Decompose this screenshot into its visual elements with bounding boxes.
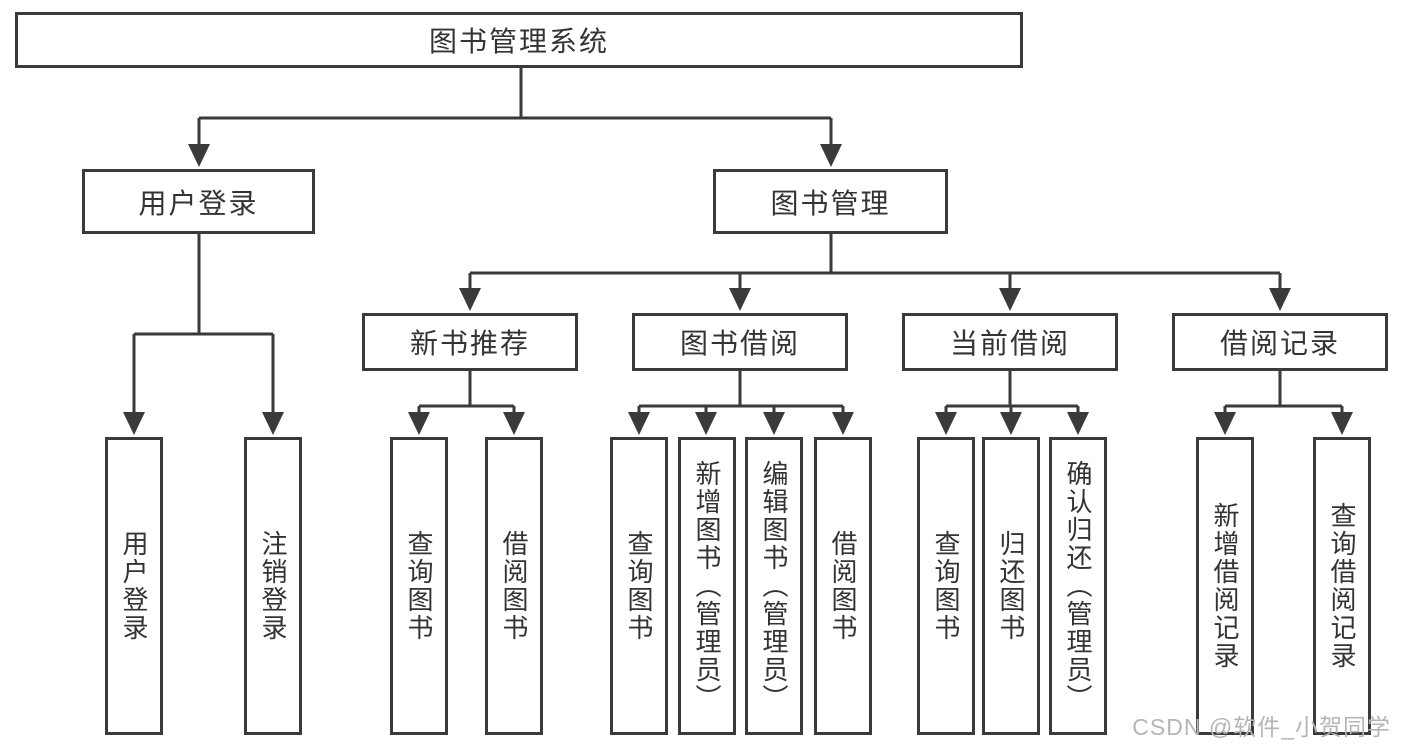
leaf-add-book-admin-label: 新增图书（管理员） xyxy=(692,460,723,712)
node-borrow-records-label: 借阅记录 xyxy=(1219,328,1340,359)
node-new-book-recommend: 新书推荐 xyxy=(362,313,578,371)
leaf-logout-login: 注销登录 xyxy=(244,437,302,735)
csdn-watermark: CSDN @软件_小贺同学 xyxy=(1132,714,1391,740)
leaf-borrow-books-recommend: 借阅图书 xyxy=(485,437,543,735)
node-current-borrow: 当前借阅 xyxy=(902,313,1118,371)
leaf-query-books-borrow: 查询图书 xyxy=(610,437,668,735)
leaf-return-book-label: 归还图书 xyxy=(996,530,1027,642)
node-book-borrow: 图书借阅 xyxy=(632,313,848,371)
leaf-logout-login-label: 注销登录 xyxy=(258,530,289,642)
leaf-query-books-current: 查询图书 xyxy=(917,437,975,735)
leaf-query-borrow-record: 查询借阅记录 xyxy=(1313,437,1371,735)
connector-user-login-to-leaves xyxy=(132,234,275,414)
leaf-borrow-books-borrow: 借阅图书 xyxy=(814,437,872,735)
node-current-borrow-label: 当前借阅 xyxy=(949,328,1070,359)
leaf-add-book-admin: 新增图书（管理员） xyxy=(678,437,736,735)
leaf-return-book: 归还图书 xyxy=(982,437,1040,735)
connector-book-borrow-to-leaves xyxy=(637,371,845,414)
leaf-confirm-return-admin-label: 确认归还（管理员） xyxy=(1063,460,1094,712)
node-user-login: 用户登录 xyxy=(82,169,315,234)
node-new-book-recommend-label: 新书推荐 xyxy=(409,328,530,359)
leaf-confirm-return-admin: 确认归还（管理员） xyxy=(1049,437,1107,735)
leaf-edit-book-admin: 编辑图书（管理员） xyxy=(745,437,803,735)
connector-book-management-to-level3 xyxy=(468,234,1282,290)
leaf-query-borrow-record-label: 查询借阅记录 xyxy=(1327,502,1358,670)
leaf-borrow-books-borrow-label: 借阅图书 xyxy=(828,530,859,642)
connector-new-book-to-leaves xyxy=(417,371,516,414)
leaf-edit-book-admin-label: 编辑图书（管理员） xyxy=(759,460,790,712)
node-borrow-records: 借阅记录 xyxy=(1172,313,1388,371)
leaf-add-borrow-record: 新增借阅记录 xyxy=(1196,437,1254,735)
leaf-query-books-borrow-label: 查询图书 xyxy=(624,530,655,642)
leaf-borrow-books-recommend-label: 借阅图书 xyxy=(499,530,530,642)
leaf-add-borrow-record-label: 新增借阅记录 xyxy=(1210,502,1241,670)
leaf-user-login-label: 用户登录 xyxy=(119,530,150,642)
node-root-label: 图书管理系统 xyxy=(428,26,609,57)
node-book-borrow-label: 图书借阅 xyxy=(679,328,800,359)
leaf-query-books-current-label: 查询图书 xyxy=(931,530,962,642)
leaf-user-login: 用户登录 xyxy=(105,437,163,735)
connector-borrow-records-to-leaves xyxy=(1223,371,1344,414)
node-book-management: 图书管理 xyxy=(713,169,948,234)
leaf-query-books-recommend-label: 查询图书 xyxy=(404,530,435,642)
arrowheads xyxy=(123,144,1353,435)
node-user-login-label: 用户登录 xyxy=(138,187,259,219)
connector-root-to-level2 xyxy=(197,68,833,146)
node-book-management-label: 图书管理 xyxy=(770,187,891,219)
node-root: 图书管理系统 xyxy=(15,12,1023,68)
leaf-query-books-recommend: 查询图书 xyxy=(390,437,448,735)
connector-current-borrow-to-leaves xyxy=(944,371,1080,414)
